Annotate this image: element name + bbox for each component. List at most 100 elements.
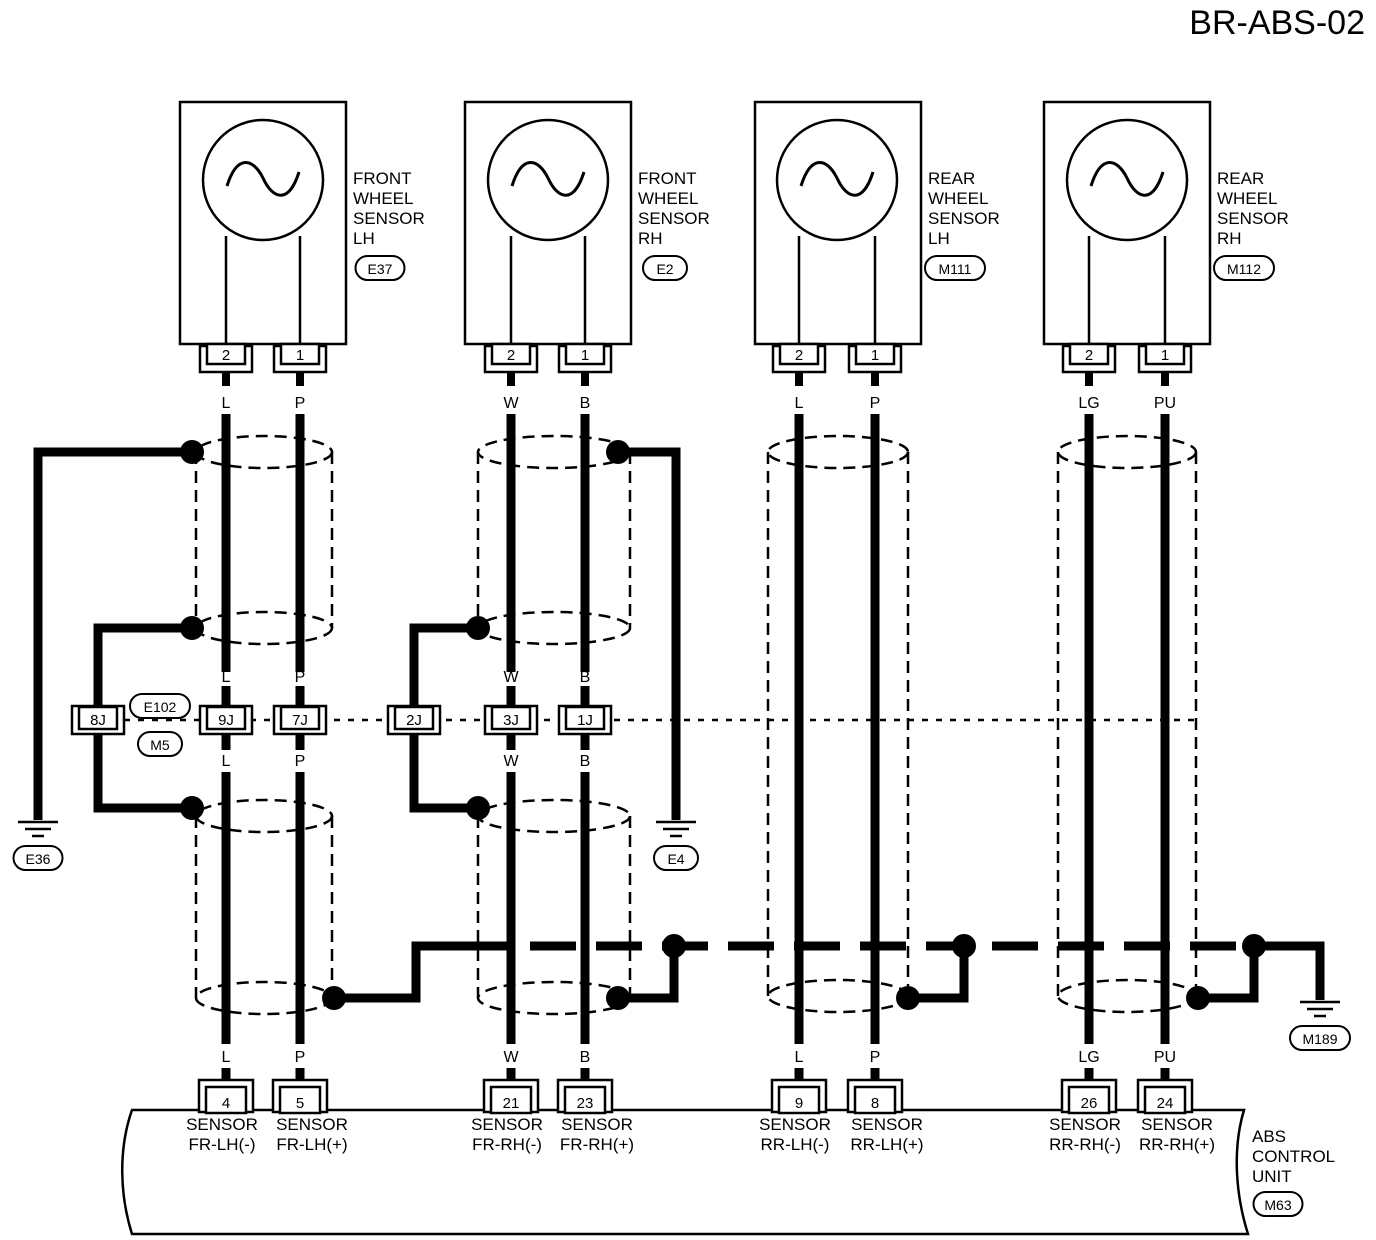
sensor-2-connector: E2 [656, 261, 673, 277]
ecu-body [121, 1108, 1250, 1236]
sensor-1-label-2: SENSOR [353, 209, 425, 228]
shield-fl-upper-bottom [194, 610, 334, 646]
sensor-4-label-1: WHEEL [1217, 189, 1277, 208]
sensor-1-pin-b-inner [279, 342, 321, 366]
shield-fl-lower-bottom [194, 980, 334, 1016]
sensor-4-pin-b: 1 [1161, 347, 1169, 364]
sensor-2-sine-icon [510, 161, 586, 197]
sensor-1-ecu-label-0-b: FR-LH(-) [188, 1135, 255, 1154]
joint-connector-m5: M5 [150, 737, 170, 753]
drain-dot-fl-low [180, 796, 204, 820]
sensor-4-ecu-pin-a: 26 [1081, 1095, 1098, 1112]
drain-bus-start [334, 941, 464, 1003]
sensor-4-connector: M112 [1227, 261, 1261, 277]
sensor-3-sine-icon [799, 161, 875, 197]
drain-rr-bot [1198, 946, 1259, 1003]
diagram-title: BR-ABS-02 [1189, 4, 1365, 42]
joint-pin-8J: 8J [90, 712, 106, 729]
sensor-1-ecu-pin-b-inner [278, 1085, 322, 1115]
sensor-4-ecu-pin-b-inner [1143, 1085, 1187, 1115]
sensor-1-ecu-label-1-a: SENSOR [276, 1115, 348, 1134]
ground-m189-frame [1289, 1025, 1351, 1051]
sensor-2-ecu-pin-a: 21 [503, 1095, 520, 1112]
sensor-2-label-1: WHEEL [638, 189, 698, 208]
sensor-1-wire-top-b: P [295, 395, 306, 412]
sensor-2-label-3: RH [638, 229, 663, 248]
sensor-3-ecu-label-1-a: SENSOR [851, 1115, 923, 1134]
sensor-2-wire-mid2-a: W [503, 753, 519, 770]
sensor-3-ecu-label-1-b: RR-LH(+) [850, 1135, 923, 1154]
drain-dot-fr-bot [606, 986, 630, 1010]
joint-pin-2J: 2J [406, 712, 422, 729]
sensor-2-pin-a: 2 [507, 347, 515, 364]
shield-rl-top [766, 434, 910, 470]
sensor-4-pin-a-inner [1068, 342, 1110, 366]
sensor-4-label-2: SENSOR [1217, 209, 1289, 228]
sensor-2-ecu-pin-b: 23 [577, 1095, 594, 1112]
drain-dot-rr-bot [1186, 986, 1210, 1010]
sensor-1-wire-bot-a: L [222, 1049, 231, 1066]
drain-dot-bus-3 [1242, 934, 1266, 958]
sensor-1-connector-frame [354, 255, 406, 281]
drain-fr-up [409, 623, 478, 706]
sensor-1-pin-b: 1 [296, 347, 304, 364]
sensor-4-ecu-label-1-a: SENSOR [1141, 1115, 1213, 1134]
joint-connector-m5-frame [137, 731, 183, 757]
shield-fr-upper-bottom [476, 610, 632, 646]
shield-rr-bottom [1056, 978, 1198, 1014]
drain-dot-fl-bot [322, 986, 346, 1010]
sensor-4-ecu-pin-a-inner [1067, 1085, 1111, 1115]
drain-dot-fr-low [466, 796, 490, 820]
sensor-1-ecu-pin-a: 4 [222, 1095, 230, 1112]
sensor-3-ecu-label-0-b: RR-LH(-) [761, 1135, 830, 1154]
sensor-1-wire-mid1-a: L [222, 669, 231, 686]
sensor-3-connector-frame [924, 255, 986, 281]
drain-dot-fl-top [180, 440, 204, 464]
sensor-2-ecu-label-1-b: FR-RH(+) [560, 1135, 634, 1154]
sensor-2-wire-mid2-b: B [580, 753, 591, 770]
sensor-4-connector-frame [1213, 255, 1275, 281]
sensor-1-label-1: WHEEL [353, 189, 413, 208]
sensor-3-pin-b-inner [854, 342, 896, 366]
sensor-2-label-0: FRONT [638, 169, 697, 188]
sensor-2-connector-frame [642, 255, 688, 281]
ground-e36: E36 [26, 851, 51, 867]
sensor-3-ecu-pin-b-inner [853, 1085, 897, 1115]
joint-connector-e102-frame [129, 693, 191, 719]
joint-pin-9J-inner [205, 705, 247, 731]
ecu-connector-frame [1252, 1191, 1304, 1217]
sensor-3-wire-top-a: L [795, 395, 804, 412]
joint-pin-7J: 7J [292, 712, 308, 729]
sensor-2-ecu-pin-b-inner [563, 1085, 607, 1115]
drain-fr-down [409, 734, 478, 813]
drain-e36 [33, 447, 192, 820]
sensor-1-ecu-pin-a-inner [204, 1085, 248, 1115]
sensor-3-ecu-label-0-a: SENSOR [759, 1115, 831, 1134]
sensor-3-label-2: SENSOR [928, 209, 1000, 228]
joint-pin-1J: 1J [577, 712, 593, 729]
shield-rr-top [1056, 434, 1198, 470]
sensor-2-ecu-label-0-b: FR-RH(-) [472, 1135, 542, 1154]
sensor-3-label-3: LH [928, 229, 950, 248]
sensor-1-ecu-label-0-a: SENSOR [186, 1115, 258, 1134]
sensor-1-wire-bot-b: P [295, 1049, 306, 1066]
sensor-1-wire-mid2-b: P [295, 753, 306, 770]
sensor-2-pin-a-inner [490, 342, 532, 366]
drain-fl-down [93, 734, 192, 813]
shield-fr-lower-top [476, 798, 632, 834]
sensor-3-wire-top-b: P [870, 395, 881, 412]
sensor-2-wire-mid1-b: B [580, 669, 591, 686]
sensor-4-wire-top-b: PU [1154, 395, 1176, 412]
joint-pin-8J-inner [77, 705, 119, 731]
sensor-3-connector: M111 [939, 261, 972, 277]
sensor-2-wire-top-b: B [580, 395, 591, 412]
sensor-4-pin-b-inner [1144, 342, 1186, 366]
sensor-3-wire-bot-a: L [795, 1049, 804, 1066]
sensor-1-wire-mid2-a: L [222, 753, 231, 770]
sensor-1-ecu-label-1-b: FR-LH(+) [276, 1135, 347, 1154]
sensor-2-wire-top-a: W [503, 395, 519, 412]
ecu-connector: M63 [1264, 1197, 1291, 1213]
sensor-3-ecu-pin-a: 9 [795, 1095, 803, 1112]
